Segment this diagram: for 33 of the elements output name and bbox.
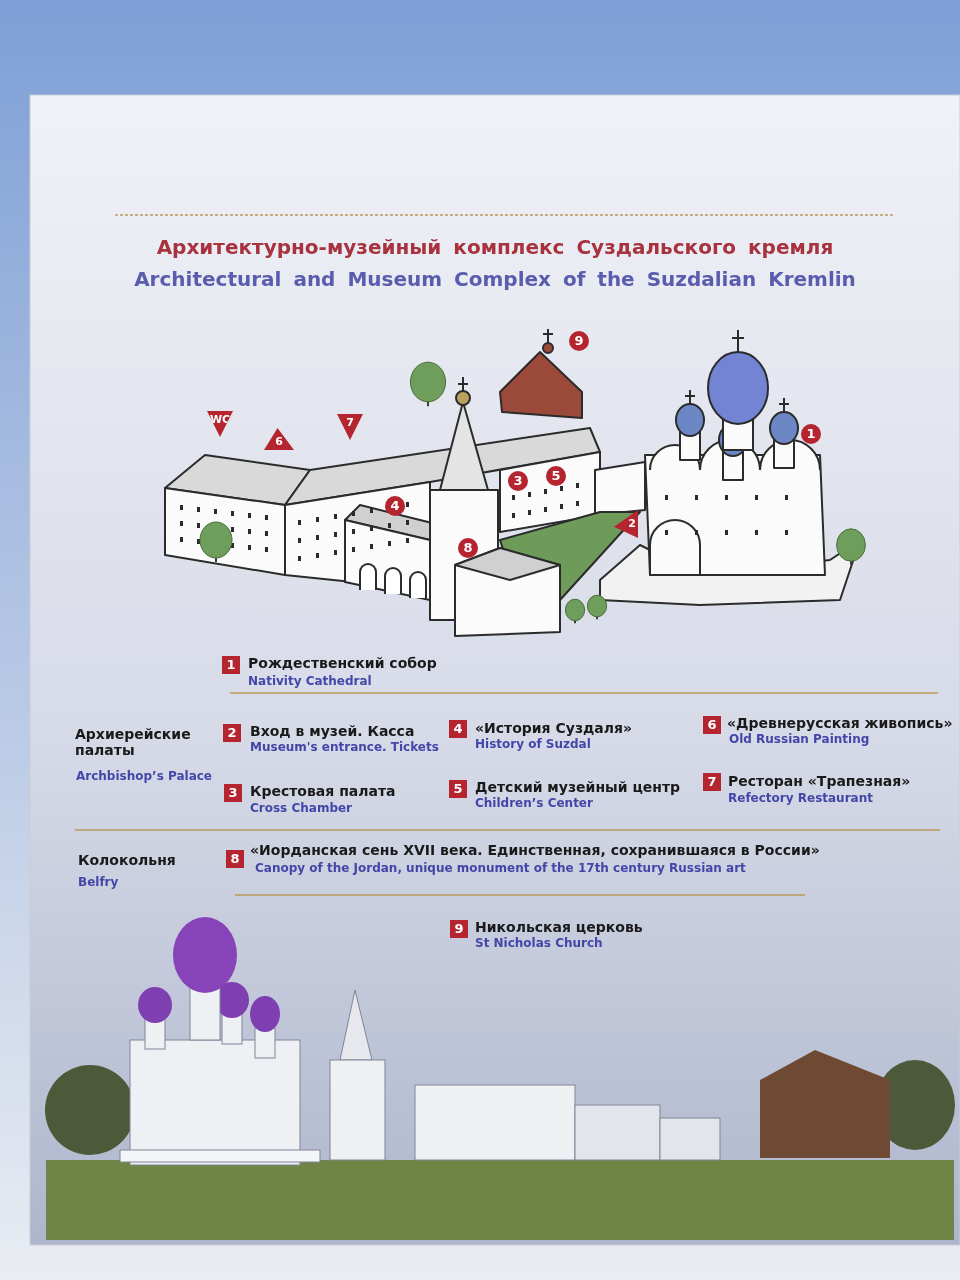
section-translation: Archbishop’s Palace [76, 770, 213, 784]
key-label: Ресторан «Трапезная» [728, 773, 911, 790]
key-translation: Old Russian Painting [729, 733, 870, 747]
key-translation: History of Suzdal [475, 738, 591, 752]
key-translation: Refectory Restaurant [728, 792, 873, 806]
key-translation: Belfry [78, 876, 119, 890]
key-translation: Children’s Center [475, 797, 593, 811]
key-label: Крестовая палата [250, 783, 396, 800]
key-translation: St Nicholas Church [475, 937, 603, 951]
key-translation: Cross Chamber [250, 802, 353, 816]
callout-number: 4 [449, 720, 467, 738]
section-heading: Архиерейские палаты [75, 726, 192, 759]
callout-number: 1 [222, 656, 240, 674]
subtitle: Architectural and Museum Complex of the Suzdalian Kremlin [133, 268, 857, 291]
callout-number: 8 [226, 850, 244, 868]
key-label: «История Суздаля» [475, 720, 633, 737]
key-translation: Canopy of the Jordan, unique monument of the 17th century Russian art [255, 862, 746, 876]
key-translation: Museum's entrance. Tickets [250, 741, 439, 755]
title: Архитектурно-музейный комплекс Суздальского кремля [155, 236, 835, 259]
key-label: Рождественский собор [248, 655, 437, 672]
callout-number: 2 [223, 724, 241, 742]
key-translation: Nativity Cathedral [248, 675, 372, 689]
key-label: «Иорданская сень XVII века. Единственная, сохранившаяся в России» [250, 842, 820, 859]
key-label: Детский музейный центр [475, 779, 681, 796]
callout-number: 9 [450, 920, 468, 938]
callout-number: 3 [224, 784, 242, 802]
key-label: Никольская церковь [475, 919, 643, 936]
callout-number: 5 [449, 780, 467, 798]
callout-number: 6 [703, 716, 721, 734]
key-label: Вход в музей. Касса [250, 723, 415, 740]
key-label: Колокольня [78, 852, 176, 869]
key-label: «Древнерусская живопись» [727, 715, 953, 732]
callout-number: 7 [703, 773, 721, 791]
